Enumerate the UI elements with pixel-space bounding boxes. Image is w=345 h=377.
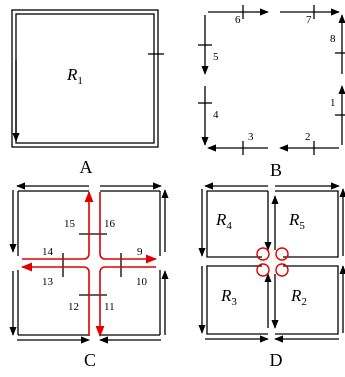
panel-d-cell-r5 [275, 190, 339, 258]
panel-d-cell-r3 [206, 265, 268, 335]
panel-b-label-1: 1 [330, 97, 336, 109]
panel-d-cell-r2 [275, 265, 339, 335]
panel-c-label-11: 11 [104, 301, 115, 313]
panel-d-red-loop [256, 263, 270, 277]
panel-b [198, 5, 345, 155]
panel-c-label-15: 15 [64, 218, 76, 230]
panel-c-label-13: 13 [42, 276, 54, 288]
panel-d-region-r4: R4 [215, 210, 232, 232]
panel-c-red-arrow-top-right [99, 192, 158, 264]
panel-d-region-r3: R3 [220, 286, 237, 308]
panel-a-inner-loop [15, 13, 155, 144]
panel-b-label-7: 7 [306, 14, 312, 26]
panel-d-region-r2: R2 [290, 286, 307, 308]
panel-c-red-arrow-bottom-right [95, 266, 156, 338]
panel-c-red-arrow-top-left [22, 190, 94, 260]
panel-c-label-12: 12 [68, 301, 79, 313]
panel-a [11, 9, 164, 148]
panel-c-label-14: 14 [42, 246, 54, 258]
panel-a-outer-loop [11, 9, 159, 148]
panel-d-red-loop [275, 263, 289, 277]
panel-b-label-3: 3 [248, 131, 254, 143]
panel-d-red-loop [256, 247, 270, 261]
panel-b-label-2: 2 [305, 131, 311, 143]
panel-b-label-5: 5 [213, 51, 219, 63]
panel-d-red-loops [256, 247, 289, 277]
panel-a-region-label: R1 [66, 65, 83, 87]
panel-c-label-10: 10 [136, 276, 148, 288]
panel-d-region-r5: R5 [288, 210, 305, 232]
panel-d-cell-r4 [206, 190, 268, 258]
panel-c-caption: C [84, 350, 96, 370]
panel-c-red-arrow-bottom-left [20, 262, 90, 336]
panel-c-red-paths [20, 190, 158, 338]
panel-c [9, 182, 169, 344]
panel-b-label-4: 4 [213, 109, 219, 121]
panel-d [198, 182, 345, 343]
panel-a-caption: A [80, 157, 93, 177]
panel-b-caption: B [270, 160, 282, 180]
panel-b-label-8: 8 [330, 33, 336, 45]
panel-b-label-6: 6 [235, 14, 241, 26]
panel-c-label-9: 9 [137, 246, 143, 258]
panel-d-caption: D [270, 350, 283, 370]
panel-c-label-16: 16 [104, 218, 116, 230]
panel-d-red-loop [275, 247, 289, 261]
